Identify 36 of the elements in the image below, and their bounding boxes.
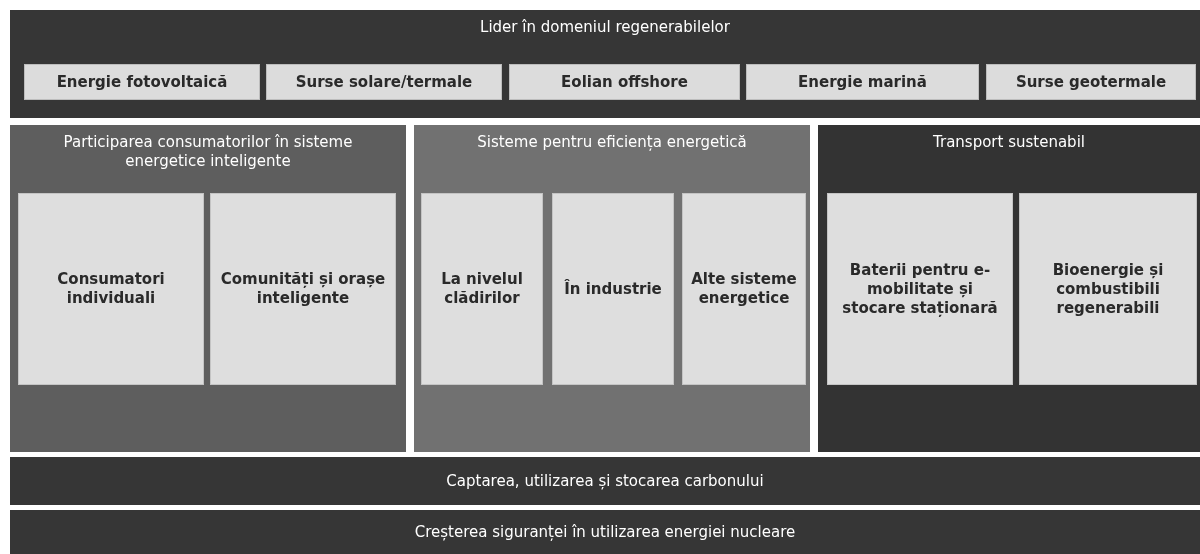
topic-box: [24, 64, 260, 100]
topic-box: [827, 193, 1013, 385]
heading: Sisteme pentru eficiența energetică: [476, 132, 748, 152]
topic-label: Bioenergie și combustibili regenerabili: [1051, 259, 1165, 319]
topic-label: Baterii pentru e-mobilitate și stocare staționară: [841, 259, 999, 319]
topic-label: Consumatori individuali: [56, 269, 166, 309]
topic-label: În industrie: [563, 278, 663, 300]
heading: Lider în domeniul regenerabilelor: [479, 17, 731, 37]
topic-label: La nivelul clădirilor: [440, 269, 524, 309]
category-panel: [10, 125, 406, 452]
category-band: [10, 10, 1200, 118]
topic-box: [986, 64, 1196, 100]
topic-label: Alte sisteme energetice: [690, 269, 798, 309]
topic-box: [421, 193, 543, 385]
topic-box: [682, 193, 806, 385]
category-panel: [414, 125, 810, 452]
topic-label: Energie fotovoltaică: [55, 71, 229, 93]
topic-label: Comunități și orașe inteligente: [219, 269, 387, 309]
topic-box: [746, 64, 979, 100]
topic-box: [552, 193, 674, 385]
category-panel: [818, 125, 1200, 452]
topic-box: [18, 193, 204, 385]
topic-label: Surse solare/termale: [294, 71, 474, 93]
topic-label: Eolian offshore: [560, 71, 689, 93]
topic-box: [1019, 193, 1197, 385]
topic-box: [210, 193, 396, 385]
heading: Transport sustenabil: [932, 132, 1086, 152]
topic-label: Energie marină: [797, 71, 928, 93]
topic-box: [266, 64, 502, 100]
heading: Creșterea siguranței în utilizarea energiei nucleare: [413, 521, 797, 543]
topic-box: [509, 64, 740, 100]
category-band: [10, 457, 1200, 505]
category-band: [10, 510, 1200, 554]
topic-label: Surse geotermale: [1014, 71, 1168, 93]
heading: Captarea, utilizarea și stocarea carbonului: [445, 470, 765, 492]
heading: Participarea consumatorilor în sisteme energetice inteligente: [62, 132, 354, 171]
